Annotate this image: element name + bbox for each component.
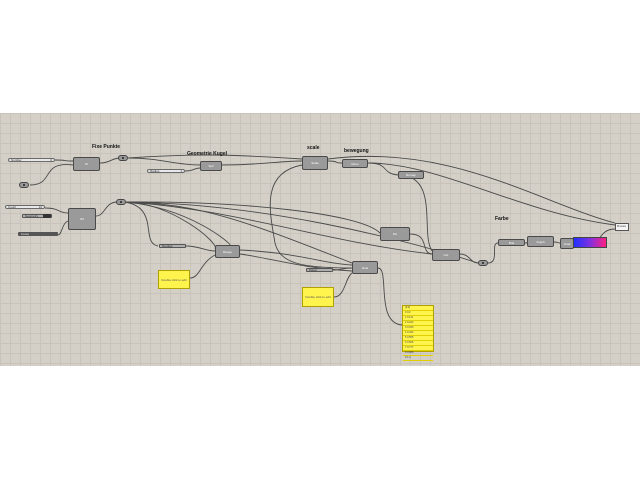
list-item-component[interactable]: List	[432, 249, 460, 261]
list-panel-row: 5 0.555	[403, 336, 433, 341]
list-panel-row: 6 0.666	[403, 341, 433, 346]
boolean-toggle[interactable]	[43, 214, 51, 218]
group-label-bewegung: bewegung	[344, 148, 369, 154]
curve-param[interactable]: Curve	[18, 232, 58, 236]
list-panel-row: 7 0.777	[403, 346, 433, 351]
text-panel[interactable]: Double click to edit	[302, 287, 334, 307]
move-component[interactable]: Move	[342, 159, 368, 168]
component-nickname: Bnd	[508, 240, 515, 245]
range-component[interactable]: Range	[215, 245, 240, 258]
number-slider[interactable]: Number 0	[8, 158, 55, 162]
slider-value: 0	[50, 158, 52, 162]
panel-text: Double click to edit	[161, 277, 187, 282]
component-nickname: Eval	[362, 265, 368, 270]
construct-point-component[interactable]: Pt	[73, 157, 100, 171]
custom-preview-component[interactable]: Preview	[615, 223, 629, 231]
relay-eye-icon[interactable]	[116, 199, 126, 205]
group-label-farbe: Farbe	[495, 216, 509, 222]
vector-component[interactable]: Remap	[398, 171, 424, 179]
component-nickname: Preview	[617, 225, 626, 228]
group-label-scale: scale	[307, 145, 320, 151]
gradient-component[interactable]: Grad	[560, 238, 574, 249]
component-nickname: Srf	[80, 217, 84, 221]
param-label: Number	[162, 244, 173, 248]
component-nickname: Scale	[311, 161, 319, 165]
division-component[interactable]: Div	[380, 227, 410, 241]
list-panel-row: {0;0}	[403, 306, 433, 311]
list-panel-row: 1 0.111	[403, 316, 433, 321]
relay-eye-icon[interactable]	[19, 182, 29, 188]
count-slider[interactable]: Count 10	[5, 205, 45, 209]
component-nickname: Remap	[406, 173, 416, 177]
relay-eye-icon[interactable]	[118, 155, 128, 161]
graph-component[interactable]: Graph	[527, 236, 554, 247]
component-nickname: Grad	[563, 241, 571, 246]
list-panel-row: 0 0.0	[403, 311, 433, 316]
relay-eye-icon[interactable]	[478, 260, 488, 266]
text-panel[interactable]: Double click to edit	[158, 270, 190, 289]
scale-component[interactable]: Scale	[302, 156, 328, 170]
component-nickname: Range	[223, 249, 232, 254]
component-nickname: Pt	[85, 162, 88, 166]
slider-label: Count	[8, 205, 17, 209]
component-nickname: Div	[392, 232, 398, 236]
slider-value: 1	[180, 169, 182, 173]
grasshopper-canvas[interactable]: Fixe Punkte Geometrie Kugel scale bewegu…	[0, 113, 640, 366]
slider-label: Radius	[150, 169, 160, 173]
panel-param[interactable]: Panel	[306, 268, 333, 272]
list-panel-row: 2 0.222	[403, 321, 433, 326]
geometry-param[interactable]: Geometry	[22, 214, 52, 218]
param-label: Geometry	[25, 214, 39, 218]
radius-slider[interactable]: Radius 1	[147, 169, 185, 173]
list-panel-row: 9 1.0	[403, 356, 433, 361]
component-nickname: Graph	[536, 239, 545, 244]
component-nickname: List	[443, 253, 449, 257]
list-panel-row: 4 0.444	[403, 331, 433, 336]
list-panel-row: 3 0.333	[403, 326, 433, 331]
slider-label: Number	[11, 158, 22, 162]
list-panel-row: 8 0.888	[403, 351, 433, 356]
color-gradient-swatch[interactable]	[573, 237, 607, 248]
component-nickname: Sph	[208, 164, 214, 168]
group-label-fixe-punkte: Fixe Punkte	[92, 144, 121, 150]
param-label: Curve	[21, 232, 30, 236]
evaluate-component[interactable]: Eval	[352, 261, 378, 274]
surface-component[interactable]: Srf	[68, 208, 96, 230]
bounds-component[interactable]: Bnd	[498, 239, 525, 246]
sphere-component[interactable]: Sph	[200, 161, 222, 171]
group-label-geometrie-kugel: Geometrie Kugel	[187, 151, 228, 157]
component-nickname: Move	[351, 161, 359, 166]
slider-value: 10	[38, 205, 42, 209]
param-label: Panel	[309, 268, 317, 272]
panel-text: Double click to edit	[305, 295, 331, 299]
number-param[interactable]: Number	[159, 244, 186, 248]
